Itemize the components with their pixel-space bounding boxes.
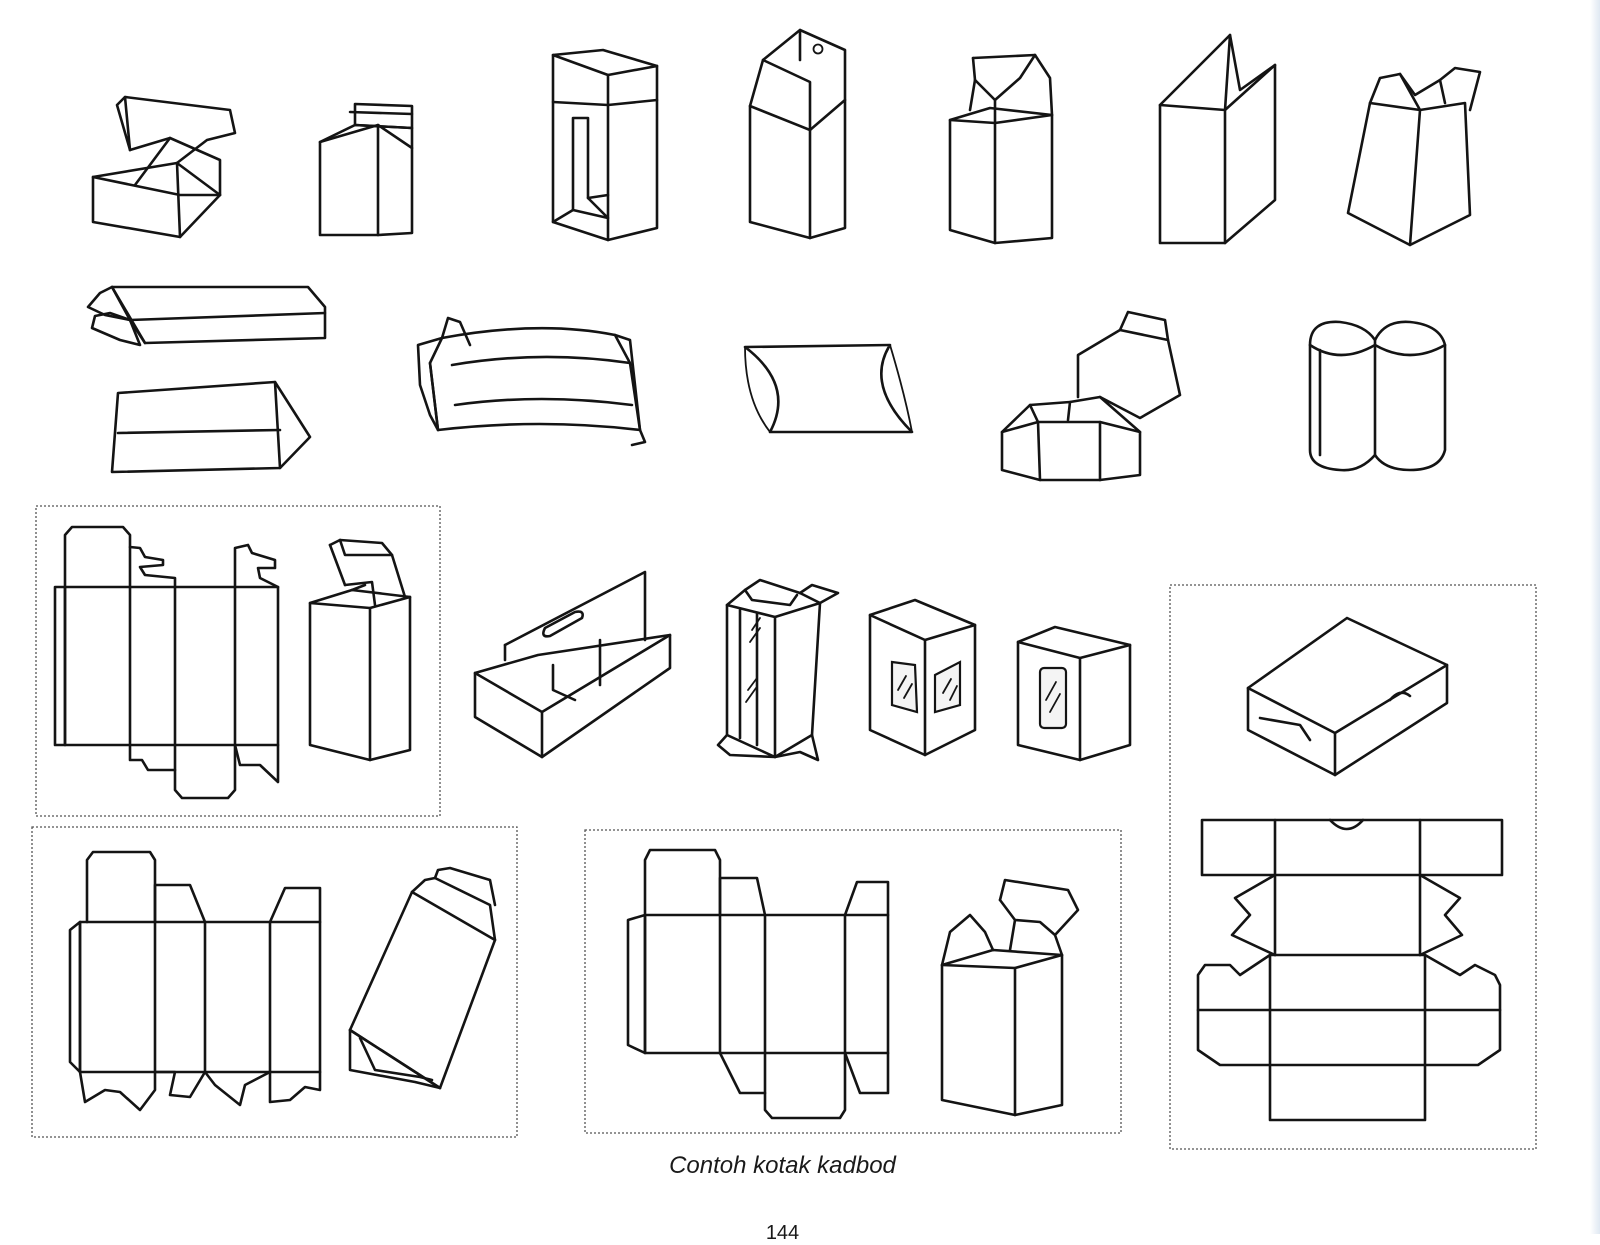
figure-caption: Contoh kotak kadbod xyxy=(669,1152,896,1179)
triangular-prism-carton-drawing xyxy=(110,380,312,474)
window-tall-box-drawing xyxy=(551,48,659,242)
scan-edge xyxy=(1590,0,1600,1234)
tray-lid-box-dieline xyxy=(1196,818,1504,1122)
frame-2 xyxy=(31,826,518,1138)
gable-top-box-drawing xyxy=(318,102,414,237)
open-tuck-box-drawing xyxy=(91,95,237,239)
carry-handle-tray-drawing xyxy=(473,570,672,759)
tapered-sleeve-carton-drawing xyxy=(416,316,647,447)
hexagonal-box-drawing xyxy=(1000,310,1182,482)
frame-4 xyxy=(1169,584,1537,1150)
cube-window-carton-drawing xyxy=(868,598,977,757)
wedge-top-carton-drawing xyxy=(1158,33,1277,245)
slanted-tuck-carton-assembled xyxy=(348,866,497,1090)
window-carton-tall-drawing xyxy=(716,578,840,762)
crash-lock-carton-dieline xyxy=(68,850,322,1112)
tuck-end-box-assembled xyxy=(308,538,412,762)
tuck-end-box-dieline xyxy=(53,525,280,800)
tray-lid-box-assembled xyxy=(1246,616,1449,777)
tapered-open-box-drawing xyxy=(1346,66,1482,247)
auto-bottom-carton-dieline xyxy=(626,848,890,1120)
upright-window-carton-drawing xyxy=(1016,625,1132,762)
frame-1 xyxy=(35,505,441,817)
frame-3 xyxy=(584,829,1122,1134)
hanger-carton-drawing xyxy=(748,28,847,240)
auto-bottom-carton-assembled xyxy=(940,878,1080,1117)
long-sleeve-carton-drawing xyxy=(86,285,327,347)
pillow-box-drawing xyxy=(743,343,914,434)
double-tube-carton-drawing xyxy=(1308,320,1447,472)
flip-lid-carton-drawing xyxy=(948,53,1054,245)
